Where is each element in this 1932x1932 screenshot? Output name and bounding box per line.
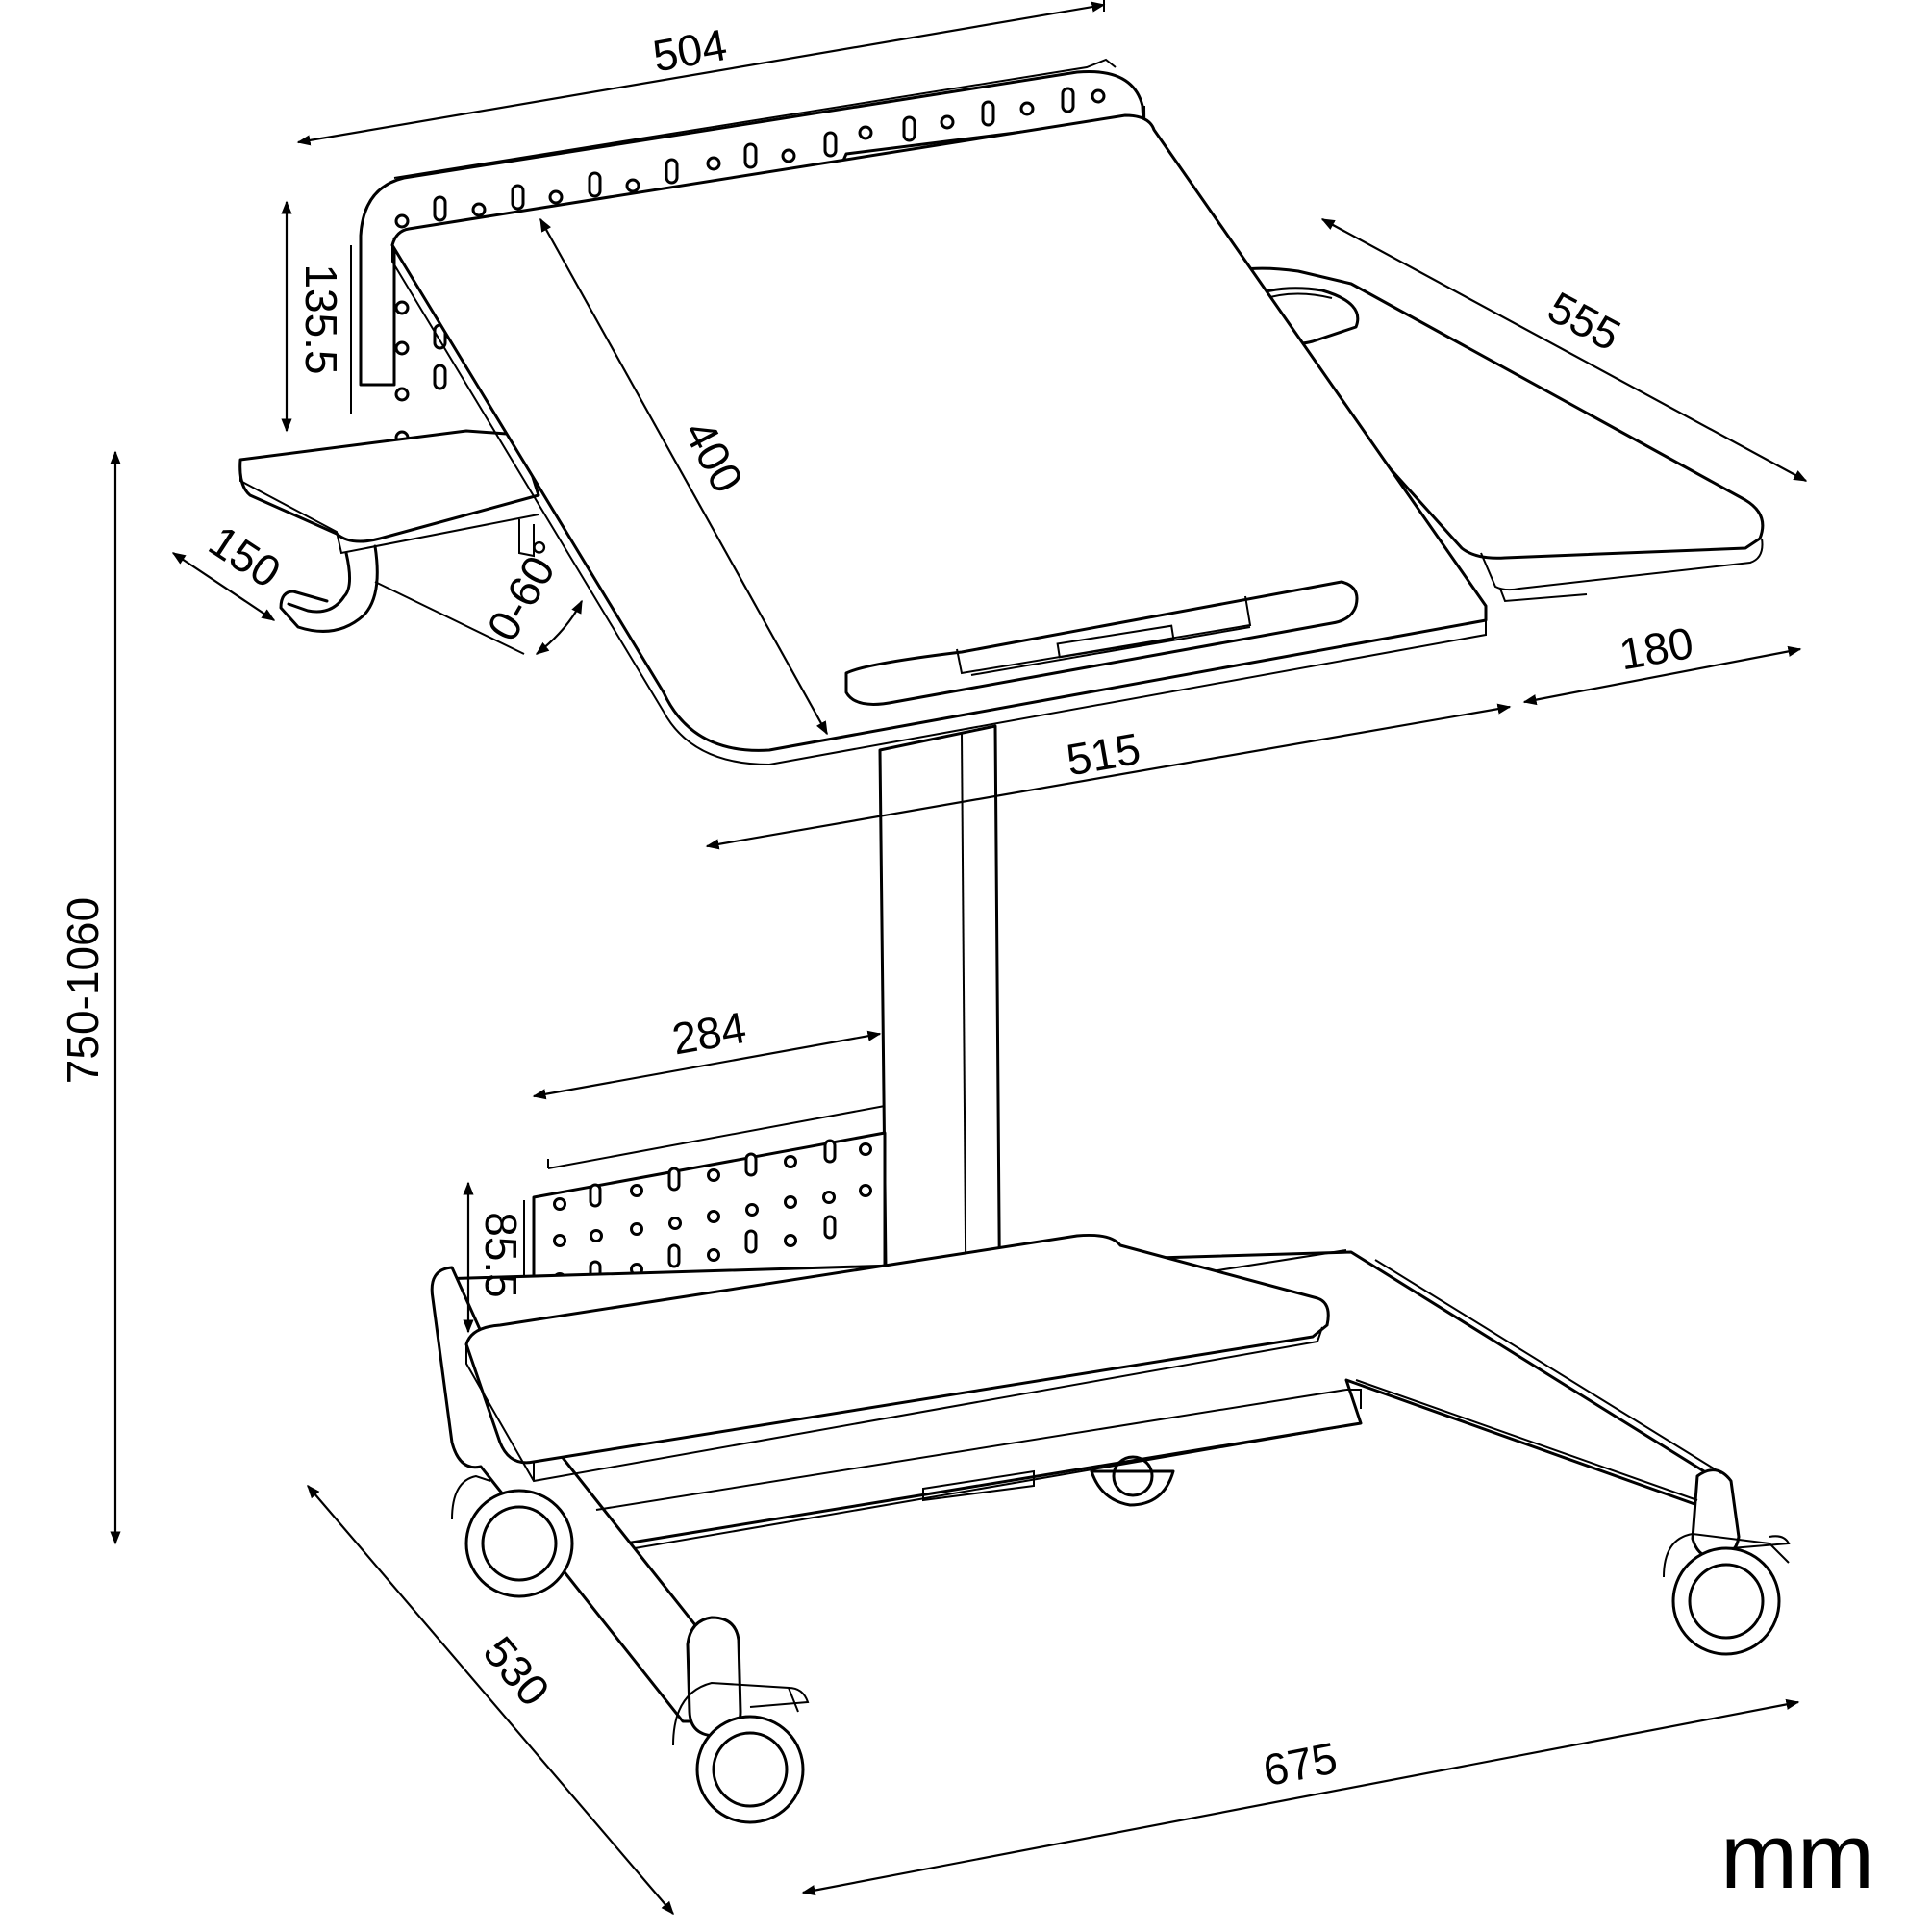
lower-panel-holes: [553, 1139, 872, 1286]
dim-675: 675: [1259, 1732, 1341, 1795]
dim-530: 530: [474, 1627, 560, 1716]
caster-back: [1090, 1455, 1175, 1507]
dim-85-5: 85.5: [476, 1212, 526, 1298]
dim-tilt-angle: 0-60°: [477, 532, 573, 649]
unit-label: mm: [1720, 1805, 1874, 1908]
dim-515: 515: [1063, 723, 1144, 786]
dim-504: 504: [649, 19, 731, 82]
dim-150: 150: [200, 515, 289, 597]
dimension-lines: [110, 0, 1808, 1916]
dim-284: 284: [668, 1002, 750, 1065]
dim-555: 555: [1540, 282, 1628, 361]
dim-135-5: 135.5: [296, 263, 346, 374]
caster-right: [1663, 1532, 1791, 1656]
left-shelf: [238, 429, 540, 633]
dim-180: 180: [1616, 617, 1697, 680]
dim-overall-height: 750-1060: [58, 897, 108, 1084]
main-tilted-tray: [390, 113, 1488, 766]
lower-shelf: [464, 1234, 1330, 1483]
